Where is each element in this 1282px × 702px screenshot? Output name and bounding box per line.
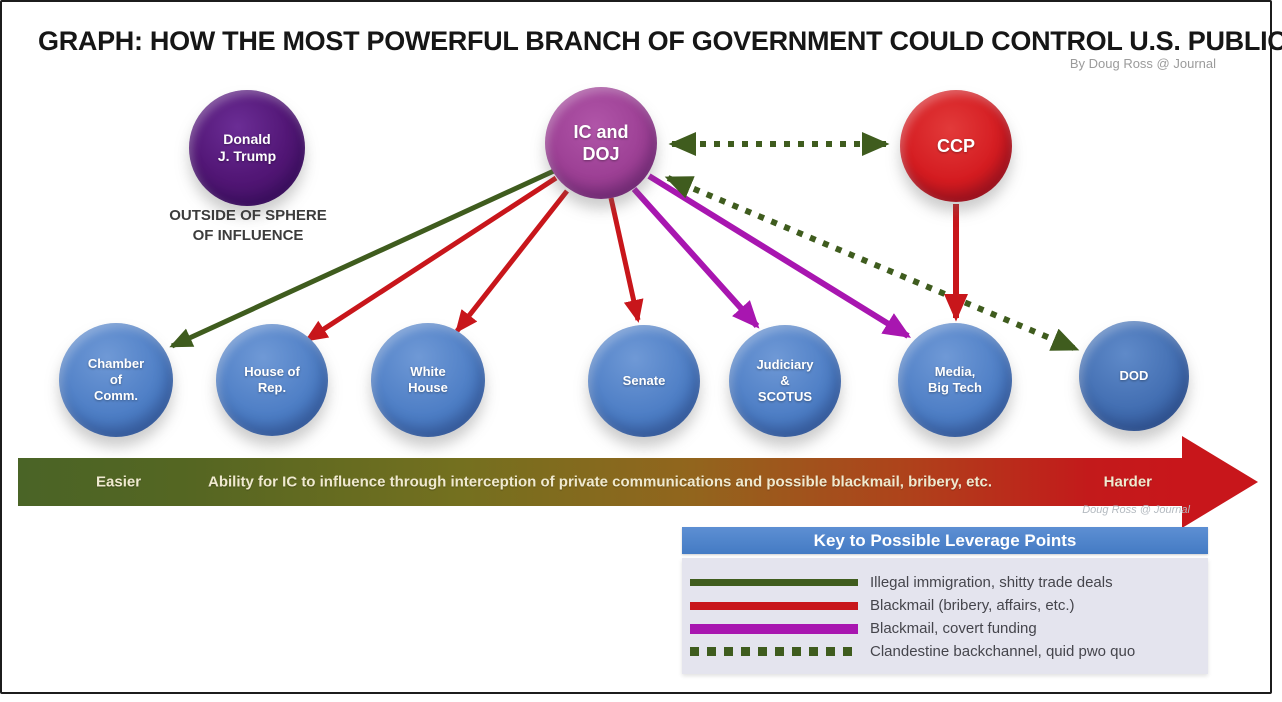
node-whitehouse: White House	[371, 323, 485, 437]
outside-sphere-label: OUTSIDE OF SPHERE OF INFLUENCE	[169, 207, 327, 244]
node-dod: DOD	[1079, 321, 1189, 431]
legend-line-sample-dotted	[690, 647, 858, 656]
legend-item: Blackmail, covert funding	[682, 617, 1208, 640]
legend-item-label: Clandestine backchannel, quid pwo quo	[870, 643, 1136, 660]
legend-line-sample-solid	[690, 623, 858, 634]
watermark: Doug Ross @ Journal	[1082, 504, 1190, 516]
legend-item-label: Blackmail (bribery, affairs, etc.)	[870, 597, 1075, 614]
influence-description: Ability for IC to influence through inte…	[207, 473, 992, 491]
gradient-arrow-body: Easier Ability for IC to influence throu…	[18, 458, 1182, 506]
node-ccp: CCP	[900, 90, 1012, 202]
legend-title: Key to Possible Leverage Points	[682, 527, 1208, 554]
node-judiciary: Judiciary & SCOTUS	[729, 325, 841, 437]
node-trump: Donald J. Trump	[189, 90, 305, 206]
harder-label: Harder	[1103, 473, 1152, 491]
legend-item: Blackmail (bribery, affairs, etc.)	[682, 594, 1208, 617]
node-media: Media, Big Tech	[898, 323, 1012, 437]
page-title: GRAPH: HOW THE MOST POWERFUL BRANCH OF G…	[38, 26, 1282, 56]
node-ic-doj: IC and DOJ	[545, 87, 657, 199]
legend-item-label: Blackmail, covert funding	[870, 620, 1037, 637]
legend-item: Clandestine backchannel, quid pwo quo	[682, 640, 1208, 663]
byline: By Doug Ross @ Journal	[1069, 56, 1216, 71]
legend-line-sample-solid	[690, 579, 858, 586]
legend-line-sample-solid	[690, 601, 858, 610]
node-house: House of Rep.	[216, 324, 328, 436]
gradient-arrowhead	[1182, 436, 1258, 528]
legend-item: Illegal immigration, shitty trade deals	[682, 571, 1208, 594]
easier-label: Easier	[96, 473, 142, 491]
legend-item-label: Illegal immigration, shitty trade deals	[870, 574, 1113, 591]
legend: Key to Possible Leverage Points Illegal …	[682, 527, 1208, 674]
node-senate: Senate	[588, 325, 700, 437]
node-chamber: Chamber of Comm.	[59, 323, 173, 437]
